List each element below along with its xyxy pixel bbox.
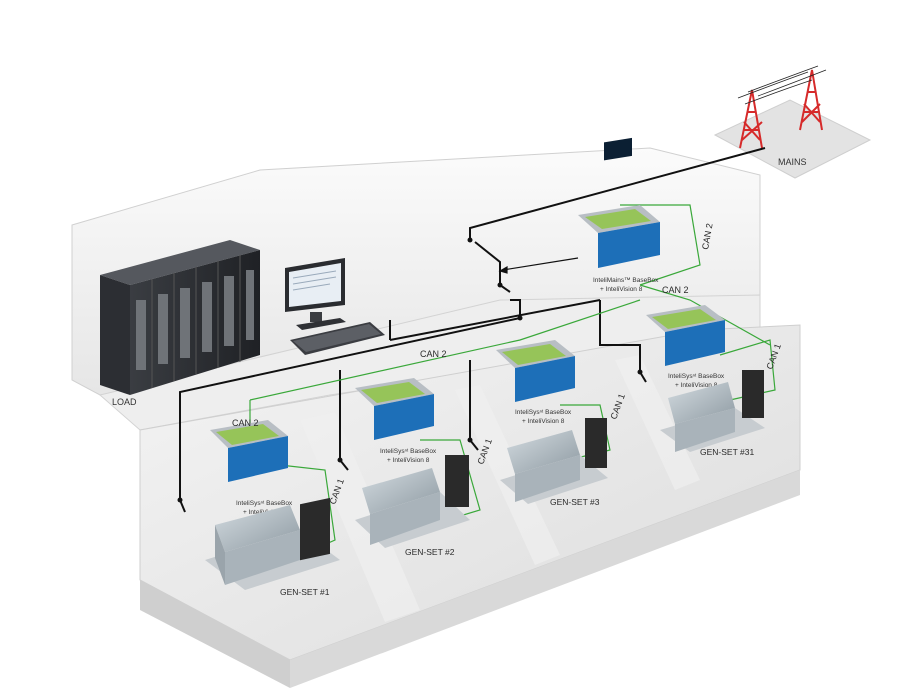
can2-mains-label: CAN 2 [662,285,689,295]
genset-engine-1 [205,497,340,590]
junction-dots [177,237,643,503]
arrow-to-mains-controller [498,257,579,274]
load-label: LOAD [112,397,137,407]
genset-3-controller-line2: + InteliVision 8 [522,418,565,425]
genset-3-controller-line1: InteliSysⁿᵗ BaseBox [515,409,572,416]
genset-engine-2 [355,455,470,548]
can2-mid-label: CAN 2 [420,349,447,359]
genset-31-controller-line2: + InteliVision 8 [675,382,718,389]
genset-2-controller-line1: InteliSysⁿᵗ BaseBox [380,448,437,455]
genset-31-controller-line1: InteliSysⁿᵗ BaseBox [668,373,725,380]
load-area: LOAD [100,240,385,407]
server-racks [100,240,260,395]
power-pylon-icon [739,69,823,149]
mains-controller-line1: InteliMains™ BaseBox [593,277,659,284]
genset-controller-3: InteliSysⁿᵗ BaseBox + InteliVision 8 [496,340,575,425]
mains-area: MAINS [713,65,872,179]
monitor-icon [285,258,346,330]
genset-controller-31: InteliSysⁿᵗ BaseBox + InteliVision 8 [646,305,725,389]
genset-31-label: GEN-SET #31 [700,447,754,457]
genset-engine-3 [500,418,608,504]
genset-2-controller-line2: + InteliVision 8 [387,457,430,464]
mains-label: MAINS [778,157,807,167]
genset-controller-2: InteliSysⁿᵗ BaseBox + InteliVision 8 [355,378,437,464]
mains-controller-line2: + InteliVision 8 [600,286,643,293]
can2-left-label: CAN 2 [232,418,259,428]
genset-engine-31 [660,370,765,452]
genset-1-label: GEN-SET #1 [280,587,330,597]
mains-controller: InteliMains™ BaseBox + InteliVision 8 [578,137,660,293]
genset-1-controller-line1: InteliSysⁿᵗ BaseBox [236,500,293,507]
overhead-wires [737,65,827,105]
can2-top-label: CAN 2 [700,222,714,250]
genset-2-label: GEN-SET #2 [405,547,455,557]
keyboard-icon [290,322,385,355]
genset-3-label: GEN-SET #3 [550,497,600,507]
